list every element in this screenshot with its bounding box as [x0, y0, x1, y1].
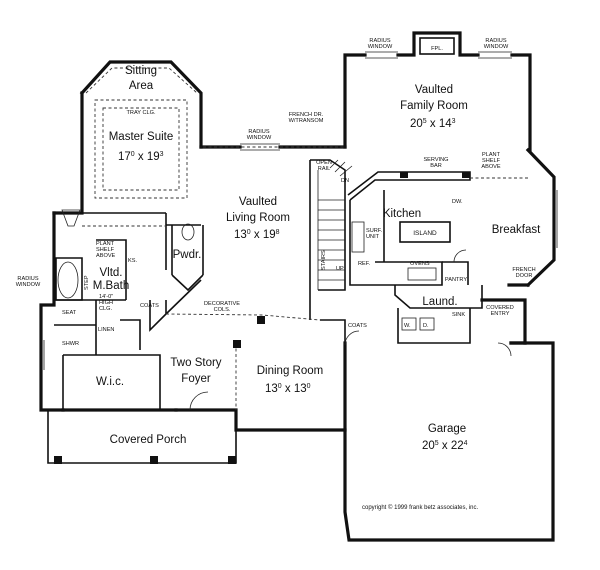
radius-window-note: RADIUS: [369, 38, 390, 44]
sitting-area-label-2: Area: [129, 80, 154, 92]
covered-porch-label: Covered Porch: [110, 434, 187, 446]
stairs-up-label: UP: [336, 266, 344, 272]
knee-space-label: KS.: [128, 258, 137, 264]
living-room-label: Vaulted: [239, 196, 277, 208]
living-room-label-2: Living Room: [226, 212, 290, 224]
radius-window-note-2: WINDOW: [247, 135, 272, 141]
surface-unit-label: SURF.: [366, 228, 383, 234]
fireplace-label: FPL.: [431, 46, 443, 52]
breakfast-label: Breakfast: [492, 224, 541, 236]
master-bath-label: Vltd.: [99, 267, 122, 279]
room-labels: Sitting Area TRAY CLG. Master Suite 170 …: [93, 65, 541, 452]
family-room-dim: 205 x 143: [410, 118, 456, 130]
master-suite-dim: 170 x 193: [118, 151, 164, 163]
step-label: STEP: [84, 275, 90, 290]
sink-label: SINK: [452, 312, 465, 318]
wic-label: W.i.c.: [96, 376, 124, 388]
linen-label: LINEN: [98, 327, 114, 333]
high-ceiling-note-3: CLG.: [99, 306, 113, 312]
tray-ceiling-label: TRAY CLG.: [126, 110, 155, 116]
decorative-columns-note: DECORATIVE: [204, 301, 240, 307]
coats-closet-label: COATS: [348, 323, 367, 329]
foyer-label: Two Story: [170, 357, 221, 369]
plant-shelf-note-3: ABOVE: [481, 164, 501, 170]
powder-room-label: Pwdr.: [173, 249, 202, 261]
refrigerator-label: REF.: [358, 261, 371, 267]
garage-label: Garage: [428, 423, 466, 435]
family-room-label: Vaulted: [415, 84, 453, 96]
master-bath-label-2: M.Bath: [93, 280, 129, 292]
radius-window-note-2: WINDOW: [16, 282, 41, 288]
plant-shelf-note: PLANT: [96, 241, 115, 247]
foyer-label-2: Foyer: [181, 373, 211, 385]
plant-shelf-note: PLANT: [482, 152, 501, 158]
dining-room-dim: 130 x 130: [265, 383, 311, 395]
stairs-label: STAIRS: [321, 250, 327, 270]
serving-bar-note: SERVING: [423, 157, 448, 163]
covered-entry-note-2: ENTRY: [491, 311, 510, 317]
dining-room-label: Dining Room: [257, 365, 323, 377]
plant-shelf-note-2: SHELF: [482, 158, 501, 164]
french-door-transom-note-2: W/TRANSOM: [289, 118, 324, 124]
radius-window-note-2: WINDOW: [368, 44, 393, 50]
surface-unit-label-2: UNIT: [366, 234, 380, 240]
plant-shelf-note-2: SHELF: [96, 247, 115, 253]
exterior-walls: [39, 31, 556, 542]
ovens-label: OVENS: [410, 261, 430, 267]
seat-label: SEAT: [62, 310, 77, 316]
radius-window-note: RADIUS: [17, 276, 38, 282]
high-ceiling-note: 14'-0": [99, 294, 113, 300]
radius-window-note-2: WINDOW: [484, 44, 509, 50]
copyright-notice: copyright © 1999 frank betz associates, …: [362, 504, 478, 511]
garage-dim: 205 x 224: [422, 440, 468, 452]
dishwasher-label: DW.: [452, 199, 463, 205]
island-label: ISLAND: [413, 230, 437, 237]
radius-window-note: RADIUS: [485, 38, 506, 44]
radius-window-note: RADIUS: [248, 129, 269, 135]
french-door-note: FRENCH: [512, 267, 535, 273]
open-rail-note: OPEN: [316, 160, 332, 166]
fixtures: [43, 37, 558, 464]
plant-shelf-note-3: ABOVE: [96, 253, 116, 259]
decorative-columns-note-2: COLS.: [214, 307, 231, 313]
open-rail-note-2: RAIL: [318, 166, 330, 172]
high-ceiling-note-2: HIGH: [99, 300, 113, 306]
washer-label: W.: [404, 323, 411, 329]
covered-entry-note: COVERED: [486, 305, 514, 311]
ceiling-lines: [82, 67, 530, 410]
serving-bar-note-2: BAR: [430, 163, 442, 169]
coats-closet-label: COATS: [140, 303, 159, 309]
stairs-down-label: DN: [341, 178, 349, 184]
french-door-note-2: DOOR: [516, 273, 533, 279]
dryer-label: D.: [423, 323, 429, 329]
pantry-label: PANTRY: [445, 277, 467, 283]
shower-label: SHWR: [62, 341, 79, 347]
french-door-transom-note: FRENCH DR.: [289, 112, 324, 118]
sitting-area-label: Sitting: [125, 65, 157, 77]
laundry-label: Laund.: [422, 296, 457, 308]
family-room-label-2: Family Room: [400, 100, 468, 112]
kitchen-label: Kitchen: [383, 208, 421, 220]
annotation-labels: RADIUS WINDOW FPL. RADIUS WINDOW FRENCH …: [16, 38, 536, 347]
living-room-dim: 130 x 198: [234, 229, 280, 241]
master-suite-label: Master Suite: [109, 131, 174, 143]
